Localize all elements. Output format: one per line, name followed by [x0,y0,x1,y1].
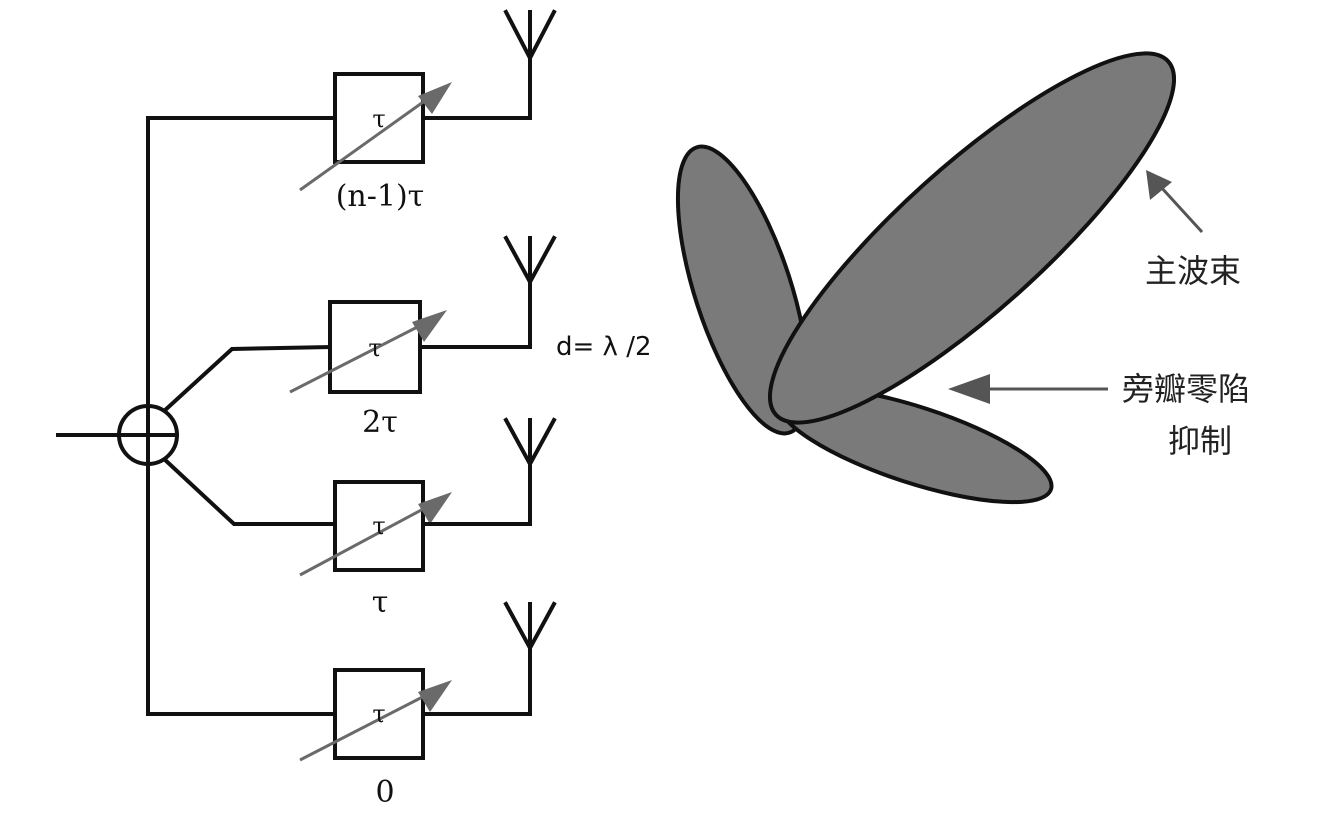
summing-node [117,404,179,466]
main-beam-pointer [1146,170,1204,234]
main-lobe [767,51,1177,425]
arrowhead [418,82,452,114]
tunable-arrow [299,686,441,762]
tunable-arrow [289,316,436,394]
delay-symbol: τ [372,105,385,133]
feed-wire-tau [160,455,337,526]
delay-label-zero: 0 [375,775,394,810]
arrowhead [418,680,452,712]
null-pointer [948,374,1108,404]
main-beam-label: 主波束 [1145,252,1241,290]
feed-wire-2tau [160,344,333,415]
delay-symbol: τ [372,512,385,540]
null-label-line2: 抑制 [1168,422,1232,460]
delay-element-2: τ 2τ d= λ /2 [289,235,652,440]
left-sidelobe [675,144,811,436]
delay-label-n-1: (n-1)τ [336,179,425,214]
null-label-line1: 旁瓣零陷 [1122,370,1250,408]
delay-label-2tau: 2τ [362,405,398,440]
delay-symbol: τ [372,700,385,728]
delay-element-3: τ τ [299,417,557,620]
delay-element-4: τ 0 [299,601,557,810]
arrowhead [418,492,452,524]
delay-element-1: τ (n-1)τ [299,9,557,214]
arrowhead [412,310,447,342]
tunable-arrow [299,88,441,192]
feed-network [56,116,337,716]
delay-label-tau: τ [372,585,389,620]
delay-symbol: τ [368,334,381,362]
tunable-arrow [299,498,441,577]
radiation-pattern [675,51,1177,505]
delay-box [333,480,425,572]
element-spacing-label: d= λ /2 [556,332,652,362]
